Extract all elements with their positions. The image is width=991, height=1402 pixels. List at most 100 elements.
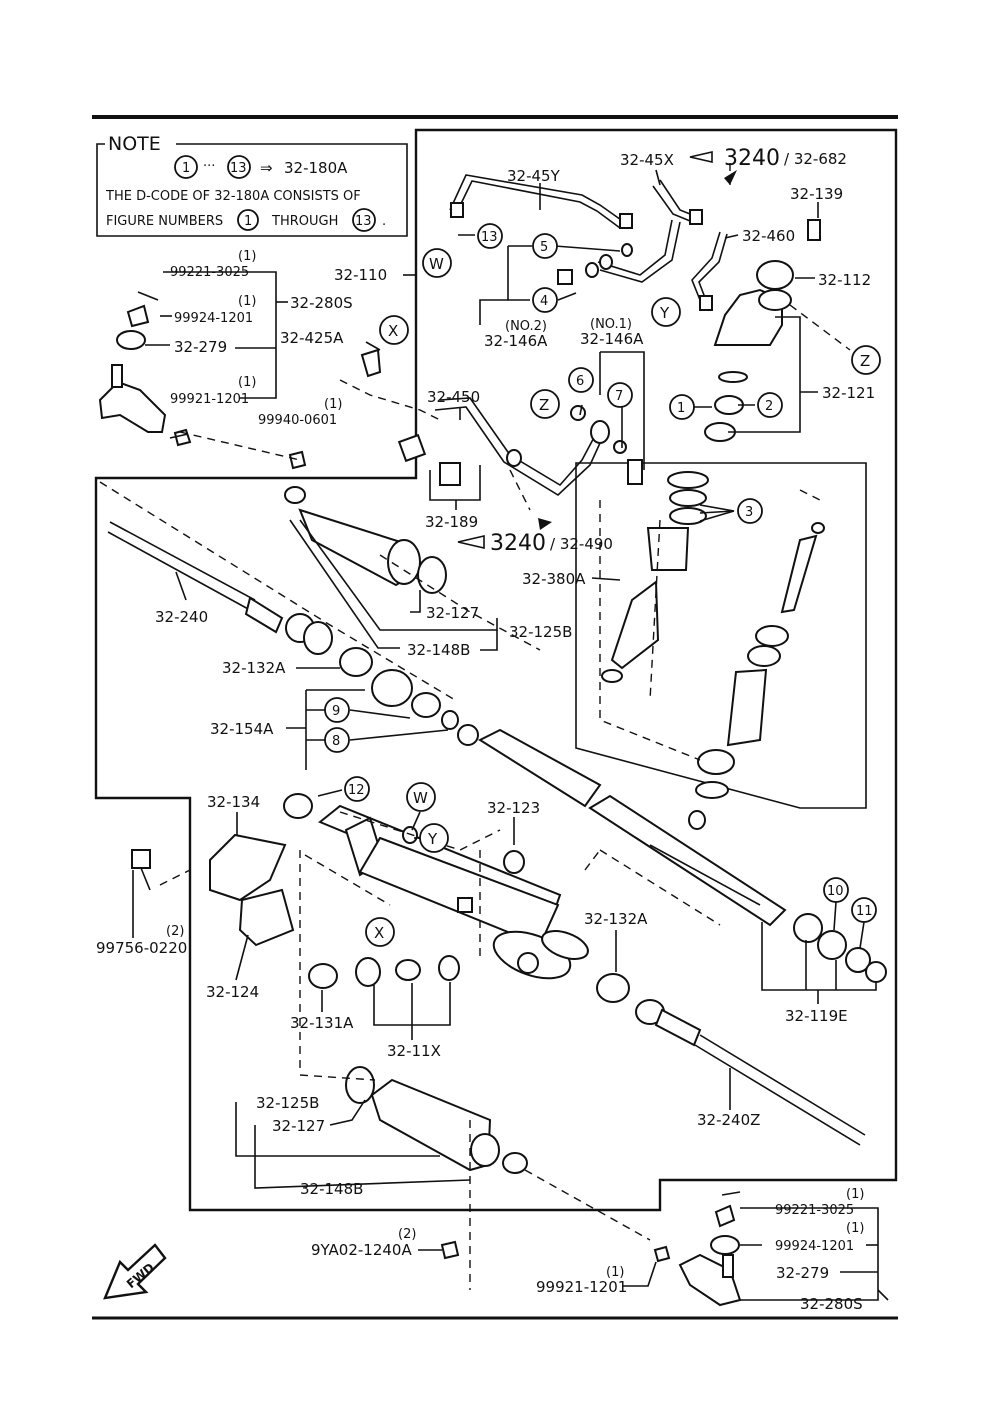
callout-11: 11	[856, 904, 873, 919]
leader-lines	[132, 169, 889, 1301]
callout-Z-right: Z	[860, 352, 870, 370]
label-32-280S-left: 32-280S	[290, 294, 353, 312]
note-line2: THE D-CODE OF 32-180A CONSISTS OF	[105, 189, 361, 204]
label-32-425A: 32-425A	[280, 329, 344, 347]
label-32-279-left: 32-279	[174, 338, 227, 356]
label-32-189: 32-189	[425, 513, 478, 531]
label-99221-3025-right: 99221-3025	[775, 1203, 854, 1218]
label-99756-0220: 99756-0220	[96, 939, 187, 957]
label-99221-3025-left: 99221-3025	[170, 265, 249, 280]
label-32-148B-bottom: 32-148B	[300, 1180, 363, 1198]
label-32-450: 32-450	[427, 388, 480, 406]
callout-5: 5	[540, 240, 548, 255]
label-32-148B-top: 32-148B	[407, 641, 470, 659]
tie-rod-end-left	[98, 291, 382, 470]
valve-housing	[704, 260, 794, 442]
label-99924-1201-qty-right: (1)	[846, 1221, 864, 1236]
label-32-460: 32-460	[742, 227, 795, 245]
ref2-code: / 32-490	[550, 535, 613, 553]
label-99924-1201-right: 99924-1201	[775, 1239, 854, 1254]
callout-10: 10	[827, 884, 844, 899]
boot-left	[284, 486, 447, 594]
label-32-125B-top: 32-125B	[509, 623, 572, 641]
pinion-assembly	[601, 471, 825, 799]
label-32-131A: 32-131A	[290, 1014, 354, 1032]
cross-reference-top: 3240 / 32-682	[689, 146, 847, 171]
label-32-380A: 32-380A	[522, 570, 586, 588]
callout-9: 9	[332, 704, 340, 719]
pinion-subassembly-boundary	[575, 462, 867, 809]
label-32-123: 32-123	[487, 799, 540, 817]
label-32-127-bottom: 32-127	[272, 1117, 325, 1135]
forward-direction-arrow: FWD	[103, 1243, 167, 1300]
label-9YA02-1240A-qty: (2)	[398, 1227, 416, 1242]
label-32-132A-left: 32-132A	[222, 659, 286, 677]
ref1-number: 3240	[724, 146, 780, 171]
label-32-280S-right: 32-280S	[800, 1295, 863, 1313]
guide-lines	[99, 160, 851, 1290]
rack-housing	[283, 728, 787, 980]
note-target: 32-180A	[284, 159, 348, 177]
yoke-adjuster	[308, 952, 539, 989]
note-title: NOTE	[108, 133, 161, 155]
callout-12: 12	[348, 783, 365, 798]
note-arrow: ⇒	[260, 159, 273, 177]
note-range-end: 13	[230, 161, 247, 176]
label-no1: (NO.1)	[590, 317, 632, 332]
label-32-45X: 32-45X	[620, 151, 674, 169]
note-range-sep: ···	[203, 159, 215, 174]
label-32-240Z: 32-240Z	[697, 1111, 760, 1129]
label-32-112: 32-112	[818, 271, 871, 289]
callout-7: 7	[615, 389, 623, 404]
boot-right	[345, 1066, 528, 1174]
label-32-146A-no2: 32-146A	[484, 332, 548, 350]
label-32-154A: 32-154A	[210, 720, 274, 738]
callout-Z-left: Z	[539, 396, 549, 414]
label-99221-3025-qty-left: (1)	[238, 249, 256, 264]
label-32-124: 32-124	[206, 983, 259, 1001]
note-line3c: .	[382, 214, 386, 229]
label-99756-0220-qty: (2)	[166, 924, 184, 939]
note-range-start: 1	[182, 161, 190, 176]
note-line3b: THROUGH	[271, 214, 338, 229]
pipe-assembly	[434, 174, 821, 497]
label-no2: (NO.2)	[505, 319, 547, 334]
label-32-134: 32-134	[207, 793, 260, 811]
label-99921-1201-left: 99921-1201	[170, 392, 249, 407]
callout-2: 2	[765, 399, 773, 414]
hose-fittings	[397, 433, 481, 501]
cross-reference-bottom: 3240 / 32-490	[457, 531, 613, 556]
label-32-139: 32-139	[790, 185, 843, 203]
callout-6: 6	[576, 374, 584, 389]
label-99921-1201-qty-left: (1)	[238, 375, 256, 390]
label-32-240: 32-240	[155, 608, 208, 626]
callout-4: 4	[540, 294, 548, 309]
label-32-121: 32-121	[822, 384, 875, 402]
callout-X-bottom: X	[374, 924, 384, 942]
mount-bracket	[131, 833, 295, 947]
callout-Y-top: Y	[659, 304, 670, 322]
label-32-119E: 32-119E	[785, 1007, 848, 1025]
callout-13: 13	[481, 230, 498, 245]
note-box: NOTE 1 ··· 13 ⇒ 32-180A THE D-CODE OF 32…	[96, 133, 408, 237]
arrow-to-ref2	[538, 518, 552, 530]
label-99221-3025-qty-right: (1)	[846, 1187, 864, 1202]
ref2-number: 3240	[490, 531, 546, 556]
label-32-127-top: 32-127	[426, 604, 479, 622]
callout-W-top: W	[429, 255, 444, 273]
note-line3-num2: 13	[355, 214, 372, 229]
label-99924-1201-left: 99924-1201	[174, 311, 253, 326]
rack-left	[107, 521, 479, 746]
part-labels: 32-45Y 32-45X 32-139 32-460 32-112 32-12…	[96, 151, 875, 1313]
label-99940-0601: 99940-0601	[258, 413, 337, 428]
callout-1: 1	[677, 401, 685, 416]
callout-8: 8	[332, 734, 340, 749]
label-99921-1201-qty-right: (1)	[606, 1265, 624, 1280]
callout-3: 3	[745, 505, 753, 520]
rack-right	[596, 913, 887, 1146]
note-line3-num1: 1	[244, 214, 252, 229]
label-32-11X: 32-11X	[387, 1042, 441, 1060]
note-line3a: FIGURE NUMBERS	[106, 214, 223, 229]
tie-rod-end-right	[440, 1191, 742, 1307]
